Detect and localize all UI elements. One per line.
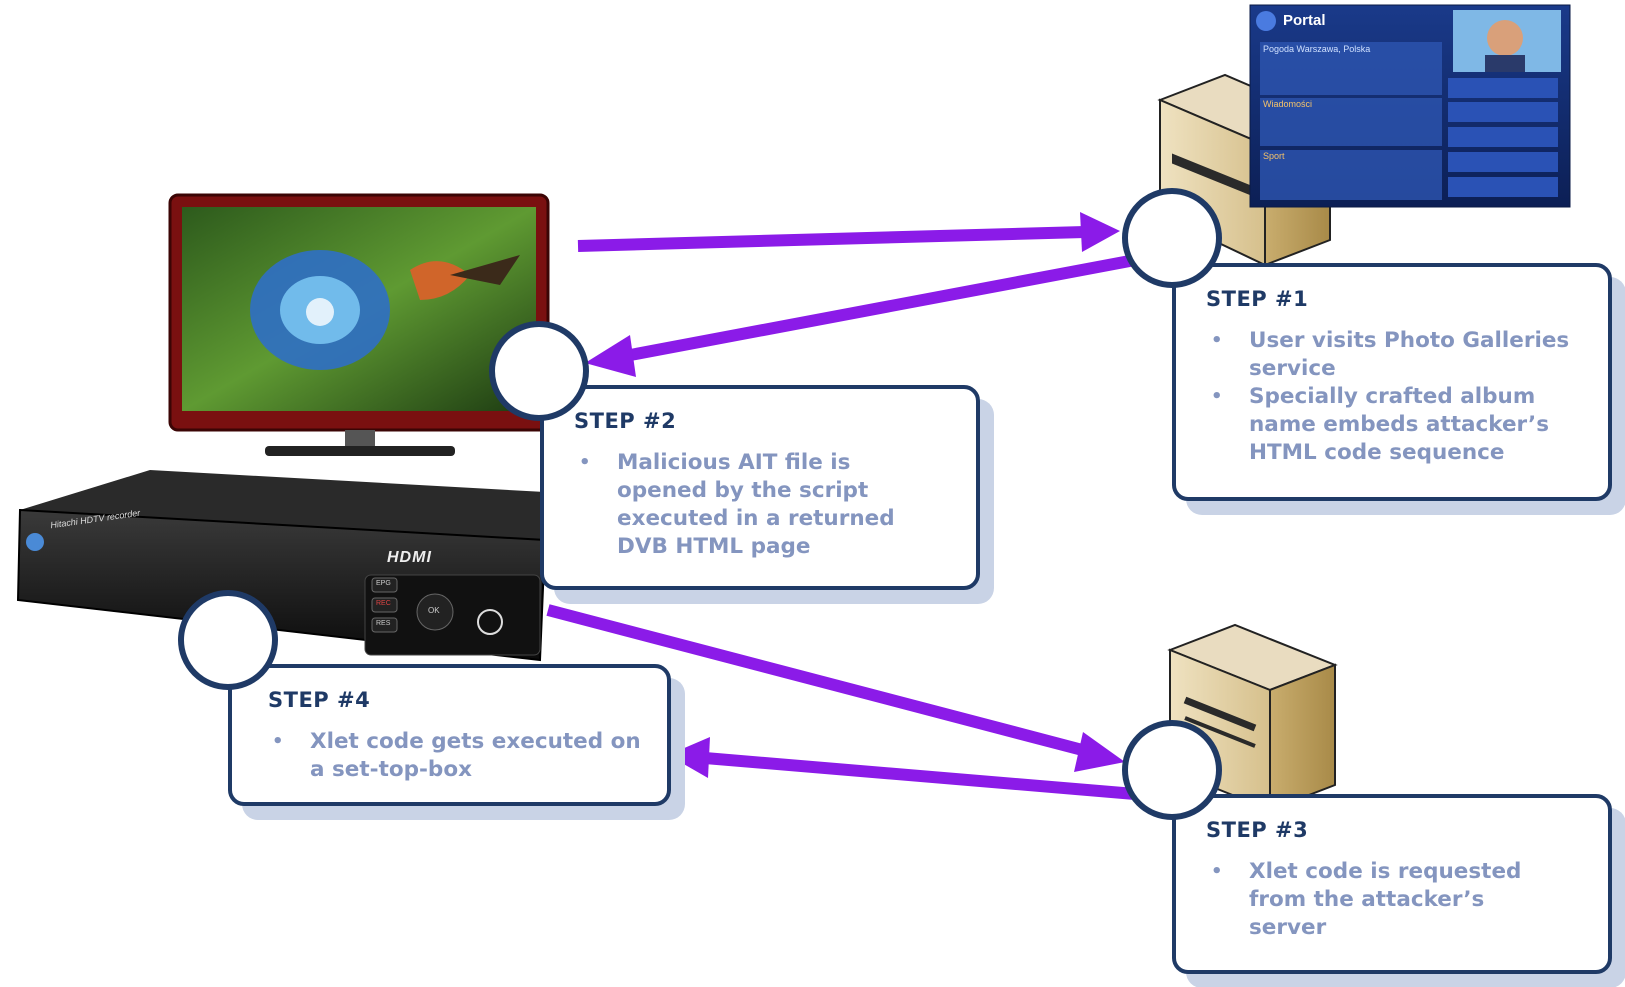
portal-sport-heading: Sport: [1263, 151, 1285, 161]
step-3-bullets: Xlet code is requested from the attacker…: [1211, 858, 1541, 942]
step-1-box: STEP #1 User visits Photo Galleries serv…: [1172, 263, 1612, 501]
stb-rec-button: REC: [376, 600, 391, 607]
step-2-box: STEP #2 Malicious AIT file is opened by …: [540, 385, 980, 590]
step-4-bullet-1: Xlet code gets executed on a set-top-box: [272, 728, 642, 784]
step-1-bullet-1: User visits Photo Galleries service: [1211, 327, 1581, 383]
step-4-box: STEP #4 Xlet code gets executed on a set…: [228, 664, 671, 806]
step-3-box: STEP #3 Xlet code is requested from the …: [1172, 794, 1612, 974]
portal-weather-heading: Pogoda Warszawa, Polska: [1263, 44, 1371, 54]
step-2-bullets: Malicious AIT file is opened by the scri…: [579, 449, 929, 561]
step-4-bullets: Xlet code gets executed on a set-top-box: [272, 728, 642, 784]
step-4-marker-circle: [178, 590, 278, 690]
step-3-title: STEP #3: [1206, 818, 1309, 842]
portal-title: Portal: [1283, 12, 1326, 29]
stb-epg-button: EPG: [376, 580, 391, 587]
stb-res-button: RES: [376, 620, 391, 627]
step-3-bullet-1: Xlet code is requested from the attacker…: [1211, 858, 1541, 942]
arrows: [546, 212, 1137, 800]
step-1-bullets: User visits Photo Galleries service Spec…: [1211, 327, 1581, 467]
stb-ok-button: OK: [428, 606, 440, 615]
step-1-marker-circle: [1122, 188, 1222, 288]
step-1-title: STEP #1: [1206, 287, 1309, 311]
stb-hdmi-logo: HDMI: [387, 549, 432, 566]
portal-news-heading: Wiadomości: [1263, 99, 1313, 109]
step-2-title: STEP #2: [574, 409, 677, 433]
step-2-marker-circle: [489, 321, 589, 421]
set-top-box: [16, 470, 547, 662]
step-3-marker-circle: [1122, 720, 1222, 820]
step-2-bullet-1: Malicious AIT file is opened by the scri…: [579, 449, 929, 561]
television: [168, 193, 550, 456]
portal-screenshot: [1249, 4, 1571, 208]
step-4-title: STEP #4: [268, 688, 371, 712]
step-1-bullet-2: Specially crafted album name embeds atta…: [1211, 383, 1581, 467]
